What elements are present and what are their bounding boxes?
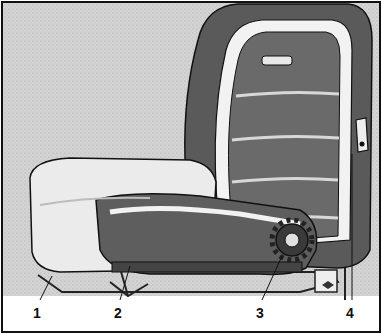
callout-number: 2 bbox=[114, 305, 122, 321]
lever-pivot bbox=[360, 142, 365, 147]
frame-leg bbox=[110, 282, 148, 296]
leader-lines bbox=[40, 154, 352, 300]
pleat bbox=[236, 92, 339, 96]
cushion-seam bbox=[40, 198, 150, 205]
callout-number: 3 bbox=[256, 305, 264, 321]
background-panel bbox=[2, 2, 380, 332]
backrest-pleats bbox=[232, 92, 339, 220]
knob-body bbox=[276, 224, 308, 256]
pleat bbox=[232, 178, 338, 182]
slide-bracket bbox=[315, 270, 337, 292]
seat-bolster bbox=[96, 194, 317, 275]
leader-line bbox=[40, 276, 52, 300]
seat-rail bbox=[38, 275, 300, 292]
recliner-knob bbox=[272, 220, 312, 260]
knob-teeth bbox=[272, 220, 312, 260]
bolster-stripe bbox=[110, 208, 300, 224]
leader-line bbox=[352, 154, 353, 300]
leader-line bbox=[262, 256, 282, 300]
bracket-bolt bbox=[322, 281, 334, 289]
leader-line bbox=[120, 266, 130, 300]
pleat bbox=[232, 136, 339, 140]
callout-number: 4 bbox=[346, 305, 354, 321]
callout-number: 1 bbox=[33, 305, 41, 321]
label-strip bbox=[3, 296, 379, 331]
seat-badge bbox=[262, 56, 292, 65]
cushion-base bbox=[112, 262, 302, 272]
release-lever bbox=[356, 118, 368, 152]
knob-hub bbox=[285, 233, 299, 247]
